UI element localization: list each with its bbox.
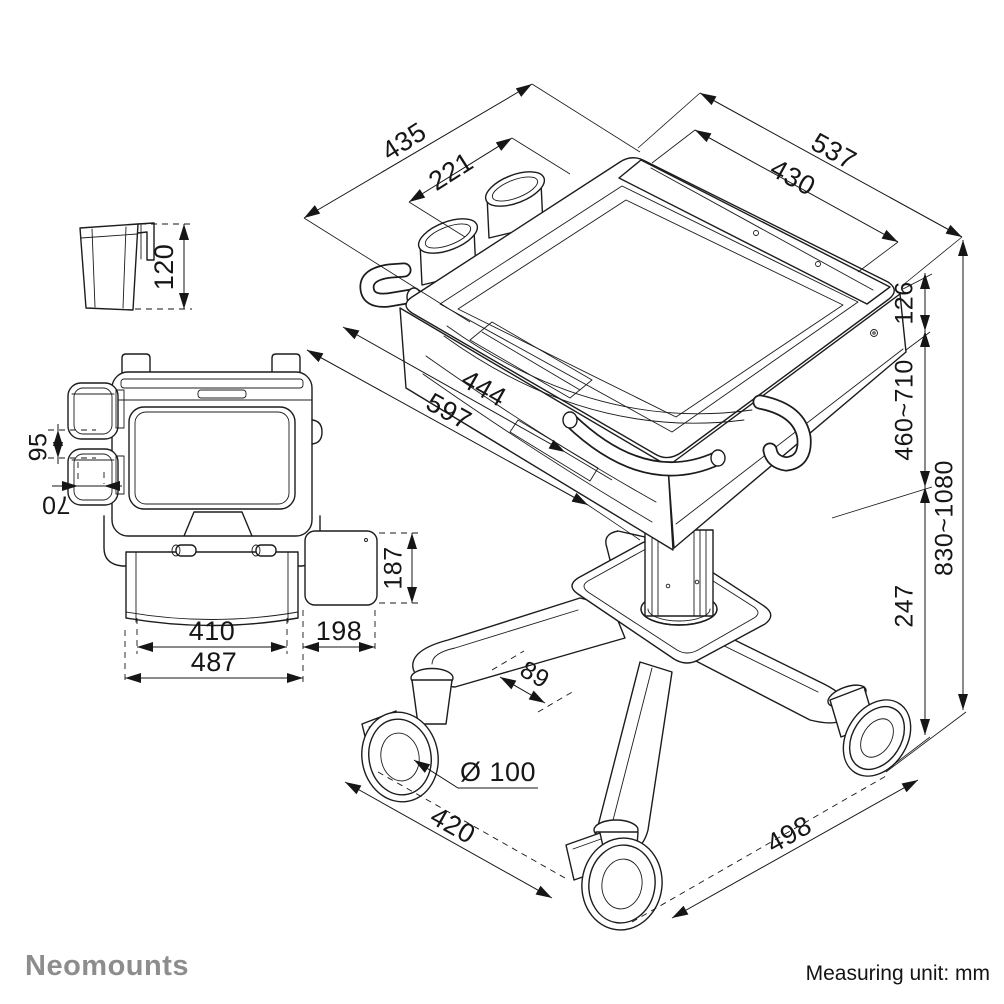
dim-top-width: 537 (806, 127, 861, 176)
dim-base-width: 498 (761, 810, 816, 859)
dim-total-height: 830~1080 (931, 460, 959, 576)
dim-bin-height: 120 (149, 244, 179, 291)
dim-cup-pitch: 95 (25, 433, 53, 462)
dim-front-outer-width: 487 (191, 647, 238, 677)
caster-front (565, 819, 663, 931)
dim-cup-offset: 70 (42, 490, 71, 518)
side-hook (752, 394, 812, 472)
dim-pocket-height: 187 (380, 546, 408, 589)
laptop-bay (618, 159, 891, 305)
dim-base-depth: 420 (425, 801, 480, 850)
front-view-dimensions: 95 70 187 410 198 (25, 424, 420, 685)
isometric-view: 435 221 537 430 444 597 (301, 79, 968, 931)
dim-lift-range: 460~710 (891, 359, 919, 461)
brand-logo: Neomounts (25, 950, 189, 982)
lift-column (640, 529, 718, 626)
caster-right (827, 684, 912, 777)
worktop (399, 157, 907, 551)
dim-worktop-height: 126 (891, 281, 919, 324)
front-view-cup-holders (67, 382, 125, 506)
front-view-basket (125, 551, 299, 627)
dim-base-height: 247 (891, 584, 919, 627)
accessory-bin-detail-view: 120 (79, 222, 192, 311)
caster-wheel (581, 837, 663, 931)
front-view: 95 70 187 410 198 (25, 353, 420, 685)
bin-height-dimension: 120 (135, 223, 192, 310)
dim-front-inner-width: 410 (189, 616, 236, 646)
front-view-pocket (304, 530, 378, 606)
dim-top-depth: 435 (376, 116, 431, 166)
dim-top-depth-rear: 221 (423, 146, 478, 196)
dim-caster-diameter: Ø 100 (460, 757, 536, 787)
front-handle (562, 411, 726, 477)
caster-wheel (361, 711, 439, 803)
caster-wheel (842, 699, 912, 777)
caster-left (361, 667, 454, 803)
front-view-worksurface (128, 406, 296, 510)
dim-pocket-width: 198 (316, 616, 363, 646)
measuring-unit-label: Measuring unit: mm (805, 962, 990, 985)
base-arms (412, 530, 850, 855)
front-view-pegs (171, 544, 277, 557)
